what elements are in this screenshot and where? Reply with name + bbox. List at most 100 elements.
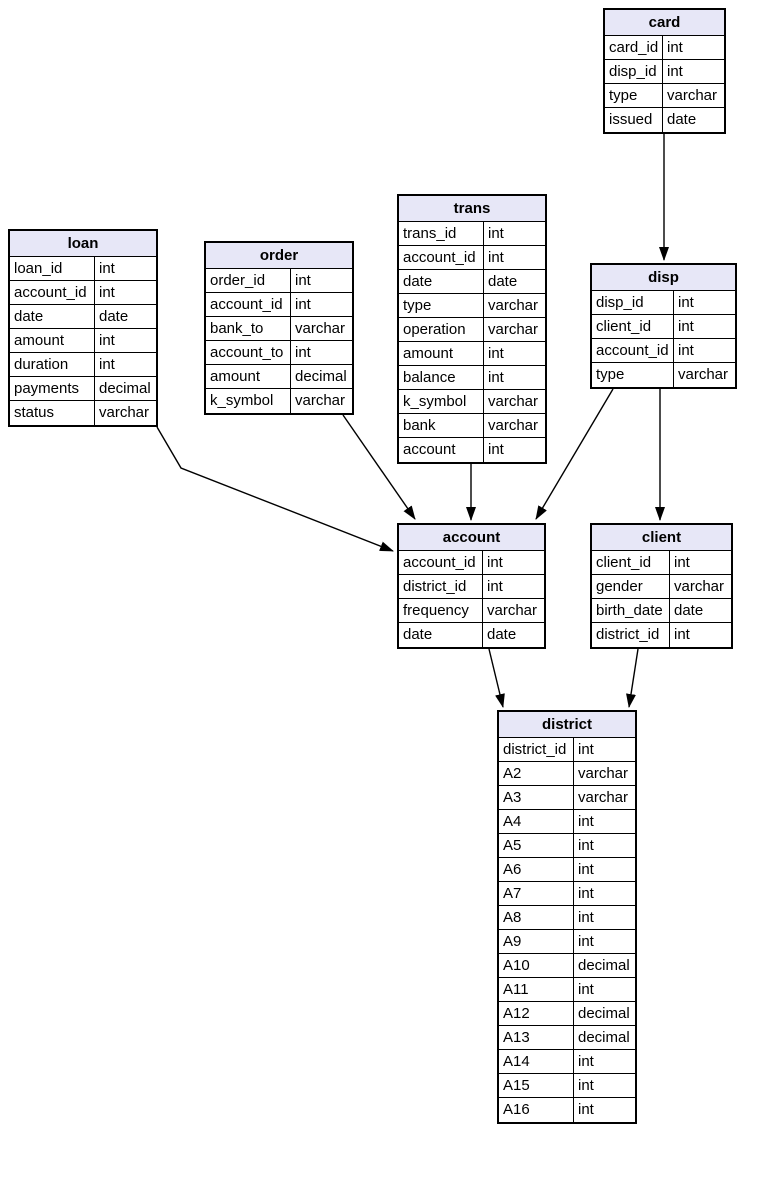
field-type-cell: varchar	[99, 404, 150, 421]
field-type-cell: int	[487, 578, 503, 595]
field-name-cell: A13	[499, 1026, 574, 1049]
field-type-cell: int	[488, 345, 504, 362]
field-name-cell: A11	[499, 978, 574, 1001]
field-name-cell: A12	[499, 1002, 574, 1025]
field-type-cell: int	[578, 909, 594, 926]
field-type-cell: int	[295, 296, 311, 313]
field-name-cell: account_to	[206, 341, 291, 364]
field-type-cell: int	[99, 284, 115, 301]
field-type-cell: int	[487, 554, 503, 571]
table-account-title: account	[399, 525, 544, 551]
field-type-cell: decimal	[578, 957, 630, 974]
field-name-cell: A9	[499, 930, 574, 953]
field-type-cell: int	[295, 272, 311, 289]
field-type-cell: int	[488, 441, 504, 458]
field-name-cell: A3	[499, 786, 574, 809]
field-type-cell: date	[487, 626, 517, 643]
field-name-cell: k_symbol	[399, 390, 484, 413]
field-name-cell: account_id	[399, 246, 484, 269]
field-name-cell: A8	[499, 906, 574, 929]
table-loan-title: loan	[10, 231, 156, 257]
field-type-cell: date	[488, 273, 518, 290]
field-type-cell: int	[488, 249, 504, 266]
field-name-cell: bank_to	[206, 317, 291, 340]
field-name-cell: account_id	[592, 339, 674, 362]
field-name-cell: operation	[399, 318, 484, 341]
field-name-cell: disp_id	[605, 60, 663, 83]
field-type-cell: decimal	[99, 380, 151, 397]
table-client-title: client	[592, 525, 731, 551]
field-type-cell: varchar	[488, 297, 539, 314]
field-name-cell: date	[10, 305, 95, 328]
field-name-cell: A15	[499, 1074, 574, 1097]
field-type-cell: varchar	[674, 578, 725, 595]
field-type-cell: date	[674, 602, 704, 619]
field-type-cell: int	[295, 344, 311, 361]
field-type-cell: varchar	[578, 765, 629, 782]
field-type-cell: int	[578, 1053, 594, 1070]
field-type-cell: int	[674, 626, 690, 643]
field-type-cell: int	[578, 837, 594, 854]
field-name-cell: A5	[499, 834, 574, 857]
table-district-title: district	[499, 712, 635, 738]
field-name-cell: gender	[592, 575, 670, 598]
field-type-cell: int	[99, 356, 115, 373]
field-type-cell: int	[99, 260, 115, 277]
field-name-cell: A2	[499, 762, 574, 785]
field-name-cell: district_id	[399, 575, 483, 598]
relationship-disp-to-account	[535, 388, 614, 520]
field-name-cell: A16	[499, 1098, 574, 1122]
field-type-cell: decimal	[295, 368, 347, 385]
field-type-cell: int	[578, 981, 594, 998]
field-type-cell: varchar	[667, 87, 718, 104]
field-type-cell: varchar	[295, 392, 346, 409]
field-name-cell: disp_id	[592, 291, 674, 314]
field-name-cell: type	[605, 84, 663, 107]
field-name-cell: balance	[399, 366, 484, 389]
field-name-cell: amount	[10, 329, 95, 352]
field-name-cell: status	[10, 401, 95, 425]
field-name-cell: frequency	[399, 599, 483, 622]
field-name-cell: order_id	[206, 269, 291, 292]
field-name-cell: account_id	[206, 293, 291, 316]
field-type-cell: int	[578, 813, 594, 830]
field-type-cell: varchar	[578, 789, 629, 806]
field-name-cell: date	[399, 270, 484, 293]
table-trans-title: trans	[399, 196, 545, 222]
field-type-cell: varchar	[678, 366, 729, 383]
field-type-cell: int	[667, 39, 683, 56]
field-type-cell: int	[678, 294, 694, 311]
field-type-cell: int	[99, 332, 115, 349]
